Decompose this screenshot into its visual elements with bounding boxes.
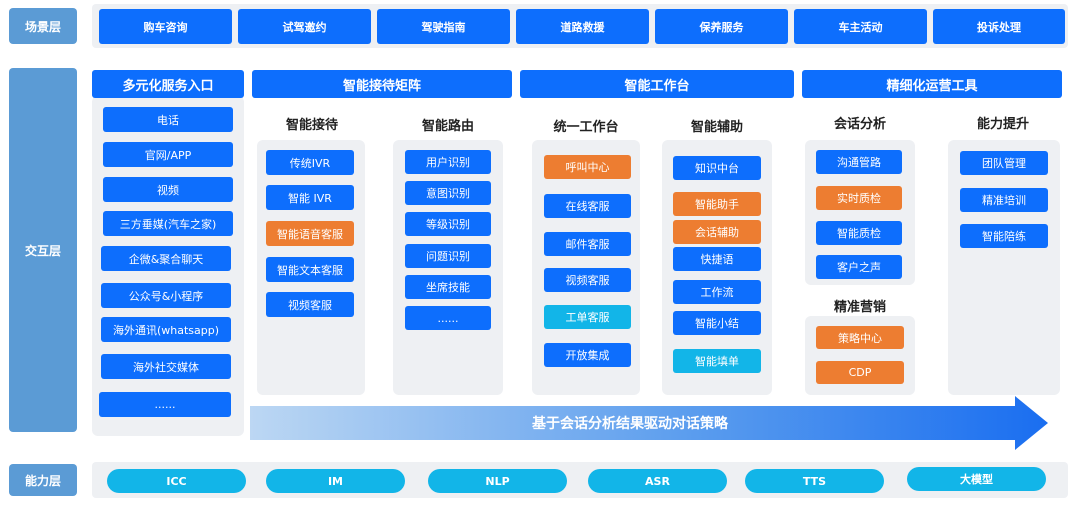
- entry-official-account[interactable]: 公众号&小程序: [101, 283, 231, 308]
- entry-third-party-media[interactable]: 三方垂媒(汽车之家): [103, 211, 233, 236]
- improve-subtitle: 能力提升: [976, 117, 1029, 132]
- improve-smart-sparring[interactable]: 智能陪练: [960, 224, 1048, 248]
- scene-item-driving-guide[interactable]: 驾驶指南: [377, 9, 510, 44]
- multi-entry-header: 多元化服务入口: [92, 70, 244, 98]
- improve-precise-training[interactable]: 精准培训: [960, 188, 1048, 212]
- entry-phone[interactable]: 电话: [103, 107, 233, 132]
- workbench-video-service[interactable]: 视频客服: [544, 268, 631, 292]
- routing-more[interactable]: ......: [405, 306, 491, 330]
- routing-issue-recognition[interactable]: 问题识别: [405, 244, 491, 268]
- entry-video[interactable]: 视频: [103, 177, 233, 202]
- marketing-cdp[interactable]: CDP: [816, 361, 904, 384]
- reception-traditional-ivr[interactable]: 传统IVR: [266, 150, 354, 175]
- workbench-ticket-service[interactable]: 工单客服: [544, 305, 631, 329]
- reception-video-service[interactable]: 视频客服: [266, 292, 354, 317]
- strategy-arrow-text: 基于会话分析结果驱动对话策略: [532, 416, 728, 432]
- entry-overseas-messaging[interactable]: 海外通讯(whatsapp): [101, 317, 231, 342]
- routing-intent-recognition[interactable]: 意图识别: [405, 181, 491, 205]
- layer-label-scene: 场景层: [9, 8, 77, 44]
- capability-icc[interactable]: ICC: [107, 469, 246, 493]
- marketing-subtitle: 精准营销: [833, 300, 886, 315]
- workbench-email-service[interactable]: 邮件客服: [544, 232, 631, 256]
- improve-team-management[interactable]: 团队管理: [960, 151, 1048, 175]
- capability-tts[interactable]: TTS: [745, 469, 884, 493]
- marketing-strategy-center[interactable]: 策略中心: [816, 326, 904, 349]
- reception-text-bot[interactable]: 智能文本客服: [266, 257, 354, 282]
- ops-tools-header: 精细化运营工具: [802, 70, 1062, 98]
- analysis-realtime-qa[interactable]: 实时质检: [816, 186, 902, 210]
- unified-workbench-subtitle: 统一工作台: [553, 120, 619, 135]
- assist-smart-assistant[interactable]: 智能助手: [673, 192, 761, 216]
- workbench-open-integration[interactable]: 开放集成: [544, 343, 631, 367]
- workbench-call-center[interactable]: 呼叫中心: [544, 155, 631, 179]
- reception-voice-bot[interactable]: 智能语音客服: [266, 221, 354, 246]
- workbench-header: 智能工作台: [520, 70, 794, 98]
- scene-item-road-rescue[interactable]: 道路救援: [516, 9, 649, 44]
- routing-subtitle: 智能路由: [421, 119, 474, 134]
- scene-item-maintenance[interactable]: 保养服务: [655, 9, 788, 44]
- scene-item-complaints[interactable]: 投诉处理: [933, 9, 1065, 44]
- capability-llm[interactable]: 大模型: [907, 467, 1046, 491]
- entry-website-app[interactable]: 官网/APP: [103, 142, 233, 167]
- analysis-voice-of-customer[interactable]: 客户之声: [816, 255, 902, 279]
- capability-nlp[interactable]: NLP: [428, 469, 567, 493]
- capability-im[interactable]: IM: [266, 469, 405, 493]
- routing-level-recognition[interactable]: 等级识别: [405, 212, 491, 236]
- scene-item-owner-events[interactable]: 车主活动: [794, 9, 927, 44]
- assist-smart-form-fill[interactable]: 智能填单: [673, 349, 761, 373]
- strategy-arrow: [250, 396, 1048, 450]
- reception-matrix-header: 智能接待矩阵: [252, 70, 512, 98]
- scene-item-test-drive[interactable]: 试驾邀约: [238, 9, 371, 44]
- assist-smart-summary[interactable]: 智能小结: [673, 311, 761, 335]
- entry-overseas-social[interactable]: 海外社交媒体: [101, 354, 231, 379]
- reception-smart-ivr[interactable]: 智能 IVR: [266, 185, 354, 210]
- assist-workflow[interactable]: 工作流: [673, 280, 761, 304]
- analysis-subtitle: 会话分析: [833, 117, 886, 132]
- scene-item-car-inquiry[interactable]: 购车咨询: [99, 9, 232, 44]
- entry-wecom-chat[interactable]: 企微&聚合聊天: [101, 246, 231, 271]
- reception-subtitle: 智能接待: [285, 118, 338, 133]
- layer-label-interaction: 交互层: [9, 68, 77, 432]
- capability-asr[interactable]: ASR: [588, 469, 727, 493]
- analysis-smart-qa[interactable]: 智能质检: [816, 221, 902, 245]
- assist-quick-phrases[interactable]: 快捷语: [673, 247, 761, 271]
- assist-knowledge-hub[interactable]: 知识中台: [673, 156, 761, 180]
- improve-panel: [948, 140, 1060, 395]
- entry-more[interactable]: ......: [99, 392, 231, 417]
- analysis-communication[interactable]: 沟通管路: [816, 150, 902, 174]
- routing-agent-skills[interactable]: 坐席技能: [405, 275, 491, 299]
- layer-label-capability: 能力层: [9, 464, 77, 496]
- workbench-online-service[interactable]: 在线客服: [544, 194, 631, 218]
- assist-session-assist[interactable]: 会话辅助: [673, 220, 761, 244]
- capability-layer-row: [92, 462, 1068, 498]
- assist-subtitle: 智能辅助: [690, 120, 743, 135]
- routing-user-recognition[interactable]: 用户识别: [405, 150, 491, 174]
